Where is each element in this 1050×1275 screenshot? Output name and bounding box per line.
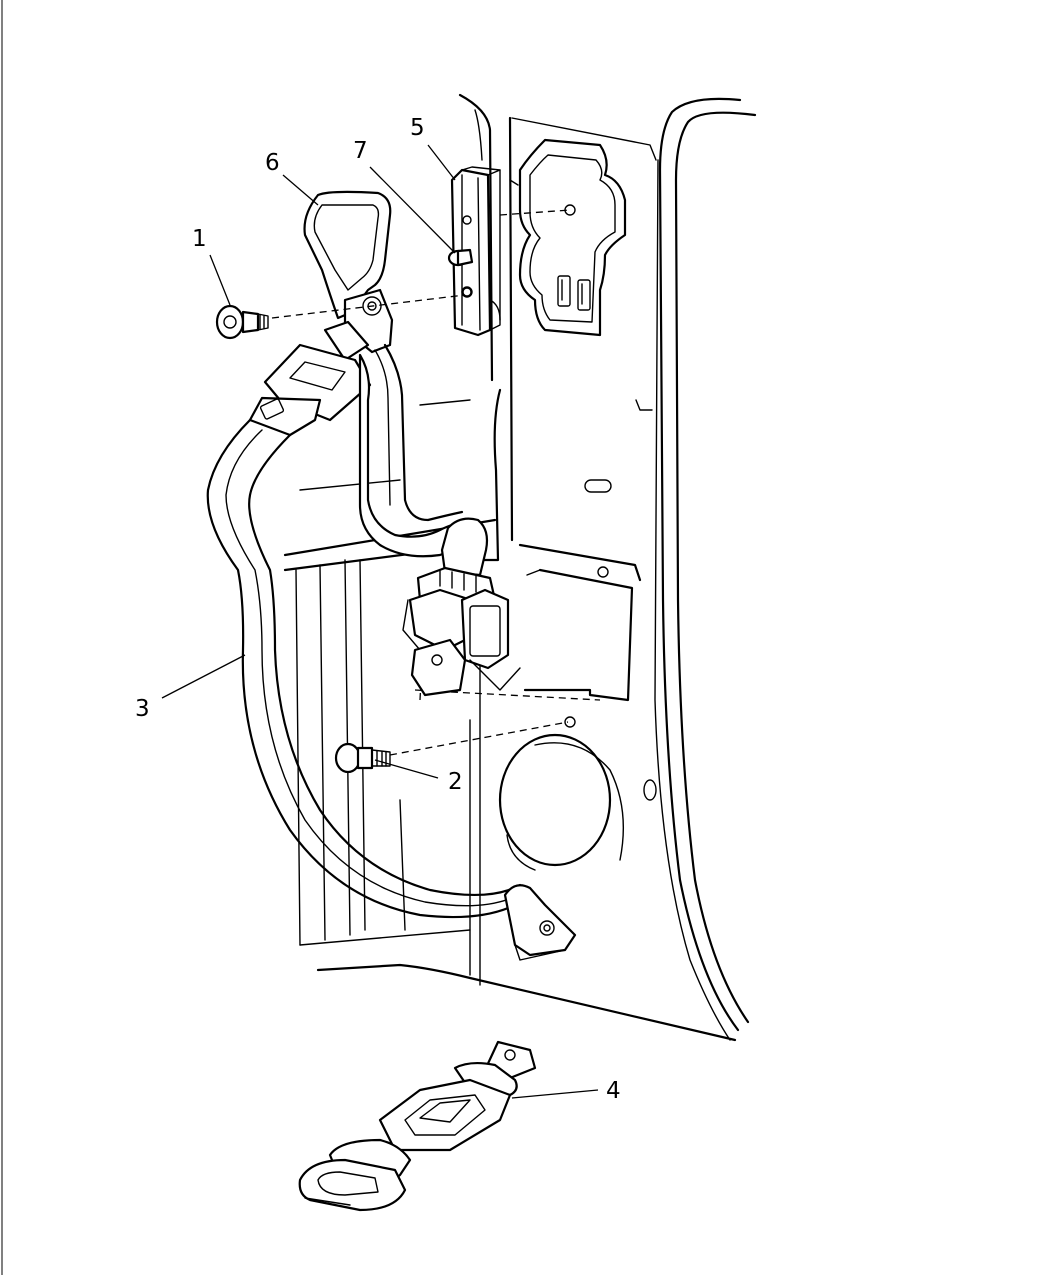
buckle-part-4 <box>298 1040 537 1212</box>
callout-1: 1 <box>192 226 207 252</box>
belt-webbing-part-3 <box>206 320 522 919</box>
callout-7: 7 <box>353 138 368 164</box>
bolt-part-1 <box>215 304 269 340</box>
lower-anchor-bracket <box>503 884 577 961</box>
body-panel <box>283 93 757 1042</box>
bolt-part-2 <box>334 742 391 774</box>
callout-3: 3 <box>135 696 150 722</box>
callout-4: 4 <box>606 1078 621 1104</box>
callout-2: 2 <box>448 769 463 795</box>
callout-5: 5 <box>410 115 425 141</box>
alignment-lines <box>271 204 576 756</box>
retractor-assembly <box>402 566 521 697</box>
callout-6: 6 <box>265 150 280 176</box>
leader-lines <box>161 144 599 1099</box>
adjuster-slider-part-7 <box>447 248 474 267</box>
callout-labels: 1 2 3 4 5 6 7 <box>135 115 621 1104</box>
